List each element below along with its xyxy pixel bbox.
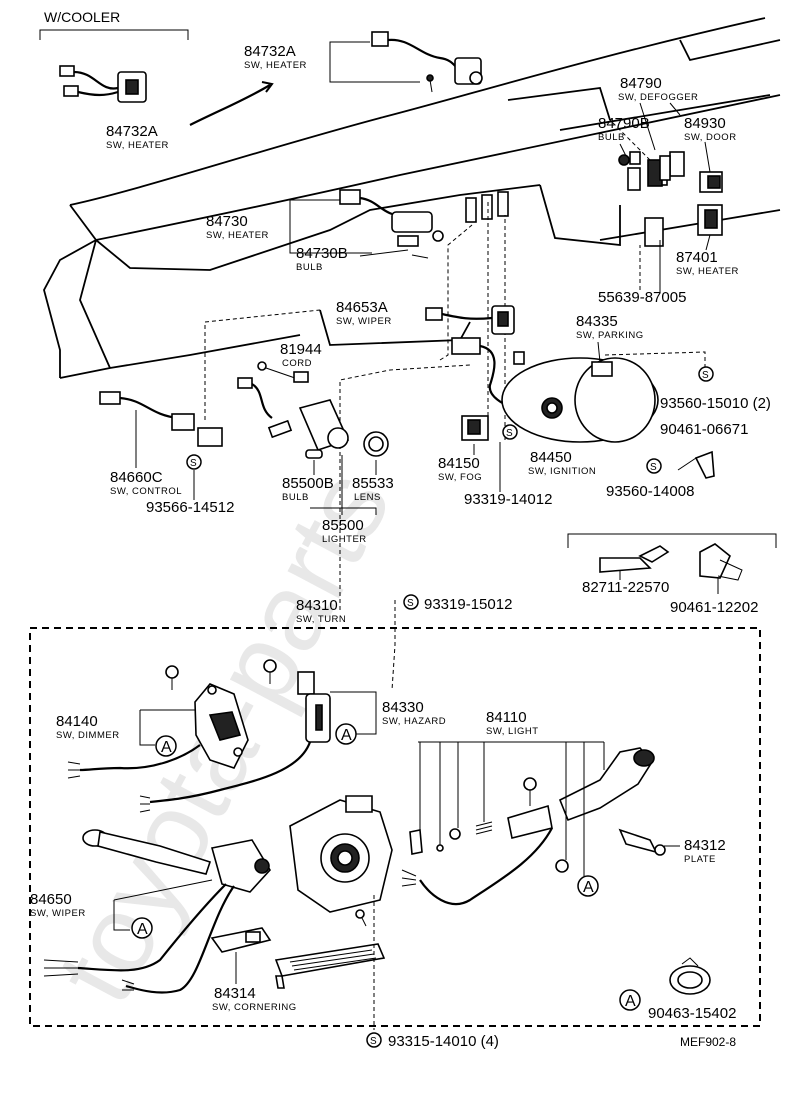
- part-desc-84730b: BULB: [296, 262, 323, 273]
- part-number-84732a-cooler: 84732A: [106, 123, 158, 140]
- figure-reference: MEF902-8: [680, 1035, 736, 1049]
- cord-81944-illustration: [257, 361, 309, 383]
- lighter-illustration: [237, 377, 389, 459]
- part-desc-84312: PLATE: [684, 854, 716, 865]
- part-number-93566-14512: 93566-14512: [146, 499, 234, 516]
- cooler-note: W/COOLER: [44, 9, 120, 25]
- part-desc-85533: LENS: [354, 492, 381, 503]
- part-desc-84660c: SW, CONTROL: [110, 486, 182, 497]
- part-desc-84732a-cooler: SW, HEATER: [106, 140, 169, 151]
- part-desc-84650: SW, WIPER: [30, 908, 86, 919]
- part-desc-84790: SW, DEFOGGER: [618, 92, 698, 103]
- part-number-84730: 84730: [206, 213, 248, 230]
- part-number-84110: 84110: [486, 709, 527, 726]
- part-number-84312: 84312: [684, 837, 726, 854]
- part-desc-84732a: SW, HEATER: [244, 60, 307, 71]
- s-marker: S: [702, 370, 709, 381]
- part-desc-84314: SW, CORNERING: [212, 1002, 297, 1013]
- part-number-84732a: 84732A: [244, 43, 296, 60]
- part-number-84930: 84930: [684, 115, 726, 132]
- part-desc-84930: SW, DOOR: [684, 132, 737, 143]
- part-number-84310: 84310: [296, 597, 338, 614]
- a-marker: A: [583, 879, 594, 896]
- part-number-84140: 84140: [56, 713, 98, 730]
- part-number-90463-15402: 90463-15402: [648, 1005, 736, 1022]
- cooler-header: W/COOLER: [39, 9, 189, 40]
- turn-switch-body-illustration: [289, 795, 393, 927]
- part-desc-84310: SW, TURN: [296, 614, 346, 625]
- part-number-84314: 84314: [214, 985, 256, 1002]
- dimmer-switch-illustration: [67, 659, 277, 779]
- a-marker: A: [625, 993, 636, 1010]
- part-desc-84110: SW, LIGHT: [486, 726, 539, 737]
- part-desc-84335: SW, PARKING: [576, 330, 644, 341]
- dashboard-illustration: [43, 17, 781, 379]
- cooler-heater-switch-illustration: [59, 65, 274, 126]
- heater-switch-84732a-illustration: [371, 31, 483, 93]
- part-number-93560-14008: 93560-14008: [606, 483, 694, 500]
- part-number-85500b: 85500B: [282, 475, 334, 492]
- part-number-84790b: 84790B: [598, 115, 650, 132]
- part-desc-84140: SW, DIMMER: [56, 730, 120, 741]
- s-marker: S: [650, 462, 657, 473]
- part-number-85533: 85533: [352, 475, 394, 492]
- part-number-90461-06671: 90461-06671: [660, 421, 748, 438]
- s-marker: S: [506, 428, 513, 439]
- part-number-85500: 85500: [322, 517, 364, 534]
- clamp-illustration: [669, 957, 711, 995]
- heater-switch-84730-illustration: [339, 189, 444, 259]
- part-desc-85500: LIGHTER: [322, 534, 367, 545]
- part-number-84790: 84790: [620, 75, 662, 92]
- part-number-90461-12202: 90461-12202: [670, 599, 758, 616]
- a-marker: A: [137, 921, 148, 938]
- part-number-82711-22570: 82711-22570: [582, 579, 669, 596]
- part-number-84653a: 84653A: [336, 299, 388, 316]
- wiper-switch-84653a-illustration: [425, 305, 515, 335]
- part-number-84450: 84450: [530, 449, 572, 466]
- part-desc-84150: SW, FOG: [438, 472, 482, 483]
- bracket-illustration: [599, 543, 743, 581]
- part-number-93319-15012: 93319-15012: [424, 596, 512, 613]
- a-marker: A: [341, 727, 352, 744]
- part-desc-87401: SW, HEATER: [676, 266, 739, 277]
- part-desc-84730: SW, HEATER: [206, 230, 269, 241]
- part-number-93560-15010: 93560-15010 (2): [660, 395, 771, 412]
- part-number-84335: 84335: [576, 313, 618, 330]
- part-desc-84450: SW, IGNITION: [528, 466, 596, 477]
- cornering-switch-illustration: [210, 927, 272, 953]
- part-number-84150: 84150: [438, 455, 480, 472]
- s-marker: S: [370, 1036, 377, 1047]
- column-cover-illustration: [274, 943, 386, 989]
- a-marker: A: [161, 739, 172, 756]
- part-number-84730b: 84730B: [296, 245, 348, 262]
- hazard-switch-illustration: [139, 671, 331, 813]
- defogger-switch-illustration: [618, 154, 723, 247]
- part-number-84330: 84330: [382, 699, 424, 716]
- part-desc-81944: CORD: [282, 358, 312, 369]
- part-number-55639: 55639-87005: [598, 289, 686, 306]
- part-desc-84653a: SW, WIPER: [336, 316, 392, 327]
- control-switch-illustration: [99, 391, 223, 447]
- ignition-parking-illustration: [451, 337, 659, 443]
- part-number-84660c: 84660C: [110, 469, 163, 486]
- wiper-switch-84650-illustration: [43, 829, 271, 994]
- fog-switch-illustration: [461, 415, 489, 441]
- part-desc-84330: SW, HAZARD: [382, 716, 446, 727]
- part-desc-85500b: BULB: [282, 492, 309, 503]
- s-marker: S: [407, 598, 414, 609]
- part-number-81944: 81944: [280, 341, 322, 358]
- part-number-87401: 87401: [676, 249, 718, 266]
- part-desc-84790b: BULB: [598, 132, 625, 143]
- part-number-84650: 84650: [30, 891, 72, 908]
- part-number-93315-14010: 93315-14010 (4): [388, 1033, 499, 1050]
- light-switch-illustration: [401, 747, 655, 906]
- s-marker: S: [190, 458, 197, 469]
- part-number-93319-14012: 93319-14012: [464, 491, 552, 508]
- plate-illustration: [618, 828, 666, 856]
